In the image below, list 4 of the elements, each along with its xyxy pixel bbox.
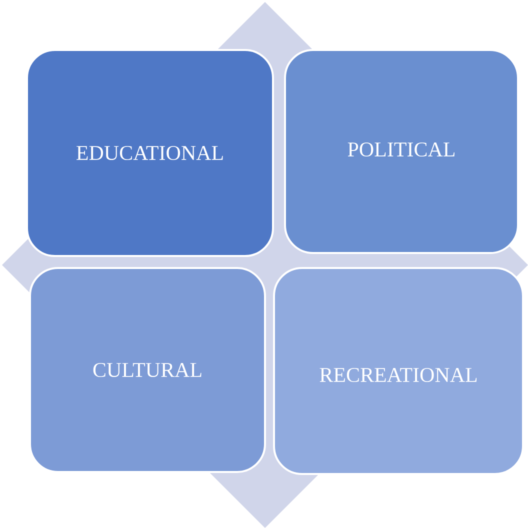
- category-box: EDUCATIONAL: [26, 49, 274, 257]
- category-box: RECREATIONAL: [273, 267, 524, 475]
- category-box: CULTURAL: [29, 267, 266, 473]
- category-box: POLITICAL: [284, 49, 519, 254]
